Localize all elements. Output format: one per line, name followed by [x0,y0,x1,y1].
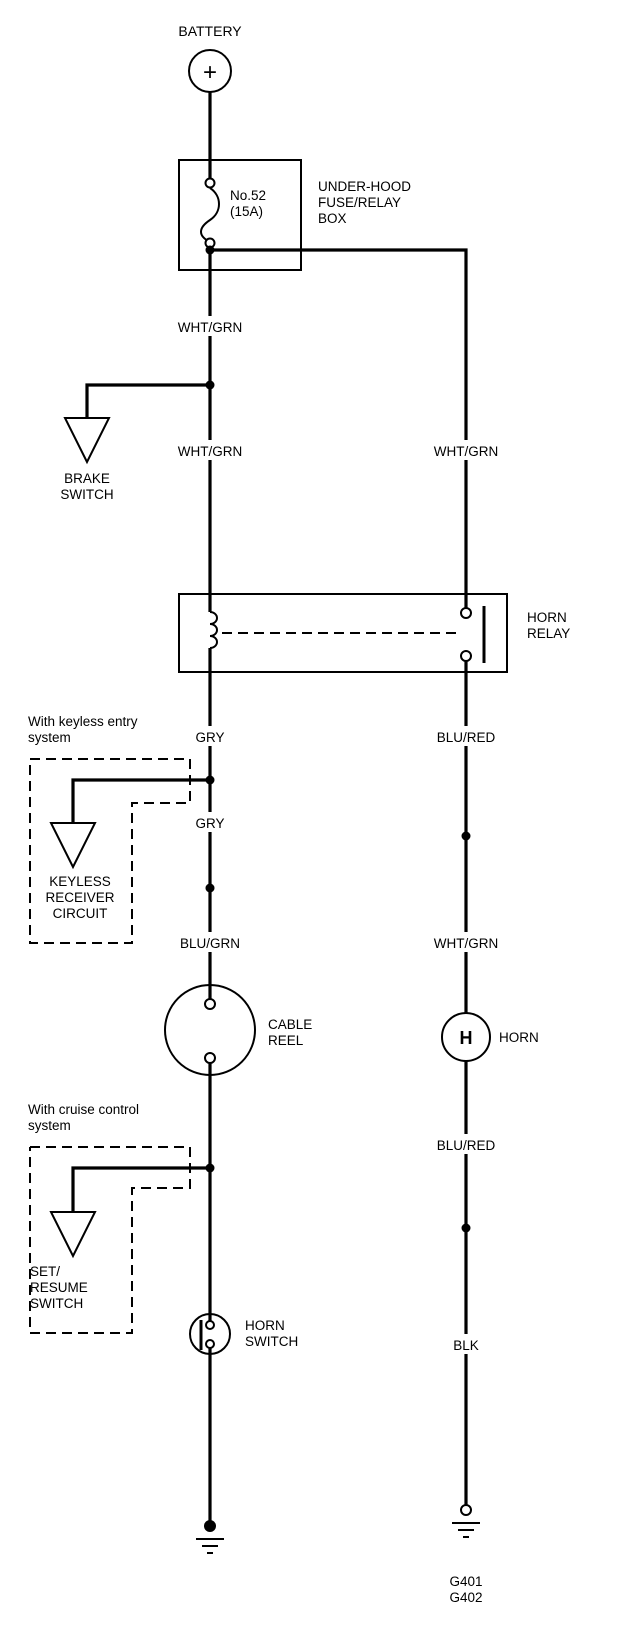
ground-symbol-right [452,1522,480,1538]
horn-switch-contact-top [205,1320,215,1330]
fuse-box-label-1: UNDER-HOOD [318,179,411,194]
horn-label: HORN [499,1030,539,1045]
horn-symbol-letter: H [460,1028,473,1048]
fuse-box-label-3: BOX [318,211,347,226]
horn: H HORN [441,1012,539,1062]
wire-to-set-resume-switch [71,1166,210,1212]
relay-coil [209,611,218,649]
connector-dot-right-upper [461,831,471,841]
ground-id-1: G401 [449,1574,482,1589]
brake-switch-label-2: SWITCH [60,487,113,502]
fuse-box-label-2: FUSE/RELAY [318,195,401,210]
wire-label-right-relay-out: BLU/RED [437,730,496,745]
cable-reel: CABLE REEL [164,984,312,1076]
keyless-note-2: system [28,730,71,745]
connector-dot-left [205,883,215,893]
keyless-receiver-label-1: KEYLESS [49,874,111,889]
wire-label-left-mid: WHT/GRN [178,444,243,459]
cable-reel-label-2: REEL [268,1033,304,1048]
set-resume-label-1: SET/ [30,1264,60,1279]
keyless-receiver-label-2: RECEIVER [45,890,114,905]
cruise-note-1: With cruise control [28,1102,139,1117]
brake-switch-label-1: BRAKE [64,471,110,486]
wire-label-right-blk: BLK [453,1338,479,1353]
cruise-note-2: system [28,1118,71,1133]
keyless-note-1: With keyless entry [28,714,138,729]
horn-relay-label-1: HORN [527,610,567,625]
wire-label-right-upper: WHT/GRN [434,444,499,459]
set-resume-switch-symbol [49,1211,97,1259]
wire-label-right-wht-grn: WHT/GRN [434,936,499,951]
set-resume-label-2: RESUME [30,1280,88,1295]
fuse-element [200,187,220,243]
wire-to-brake-switch [85,383,210,418]
horn-relay: HORN RELAY [178,593,570,673]
keyless-option-border [29,758,191,944]
horn-switch-label-2: SWITCH [245,1334,298,1349]
battery-plus-sign: + [203,59,217,86]
ground-terminal-right [460,1504,472,1516]
wire-label-right-blu-red: BLU/RED [437,1138,496,1153]
ground-symbol-left [196,1538,224,1554]
relay-contact-top [460,607,472,619]
horn-switch-contact-bottom [205,1339,215,1349]
horn-switch-label-1: HORN [245,1318,285,1333]
battery-label: BATTERY [178,23,242,39]
horn-relay-label-2: RELAY [527,626,570,641]
keyless-receiver-label-3: CIRCUIT [53,906,108,921]
horn-switch: HORN SWITCH [189,1313,298,1355]
wire-label-left-blu-grn: BLU/GRN [180,936,240,951]
wire-label-left-relay-out: GRY [195,730,224,745]
cable-reel-terminal-bottom [204,1052,216,1064]
relay-contact-bottom [460,650,472,662]
ground-dot-left [204,1520,216,1532]
brake-switch-symbol [63,417,111,465]
fuse-number: No.52 [230,188,266,203]
wire-to-keyless-receiver [71,778,210,823]
connector-dot-right-lower [461,1223,471,1233]
wire-fuse-to-right-branch [210,248,468,604]
ground-id-2: G402 [449,1590,482,1605]
fuse-box-outline [178,159,302,271]
fuse-terminal-top [204,177,216,189]
cable-reel-terminal-top [204,998,216,1010]
cable-reel-label-1: CABLE [268,1017,312,1032]
fuse-rating: (15A) [230,204,263,219]
fuse-relay-box: No.52 (15A) UNDER-HOOD FUSE/RELAY BOX [178,159,411,271]
keyless-receiver-symbol [49,822,97,870]
wire-label-left-gry-lower: GRY [195,816,224,831]
battery: BATTERY + [178,23,242,93]
set-resume-label-3: SWITCH [30,1296,83,1311]
wire-label-left-upper: WHT/GRN [178,320,243,335]
cruise-option-border [29,1146,191,1334]
